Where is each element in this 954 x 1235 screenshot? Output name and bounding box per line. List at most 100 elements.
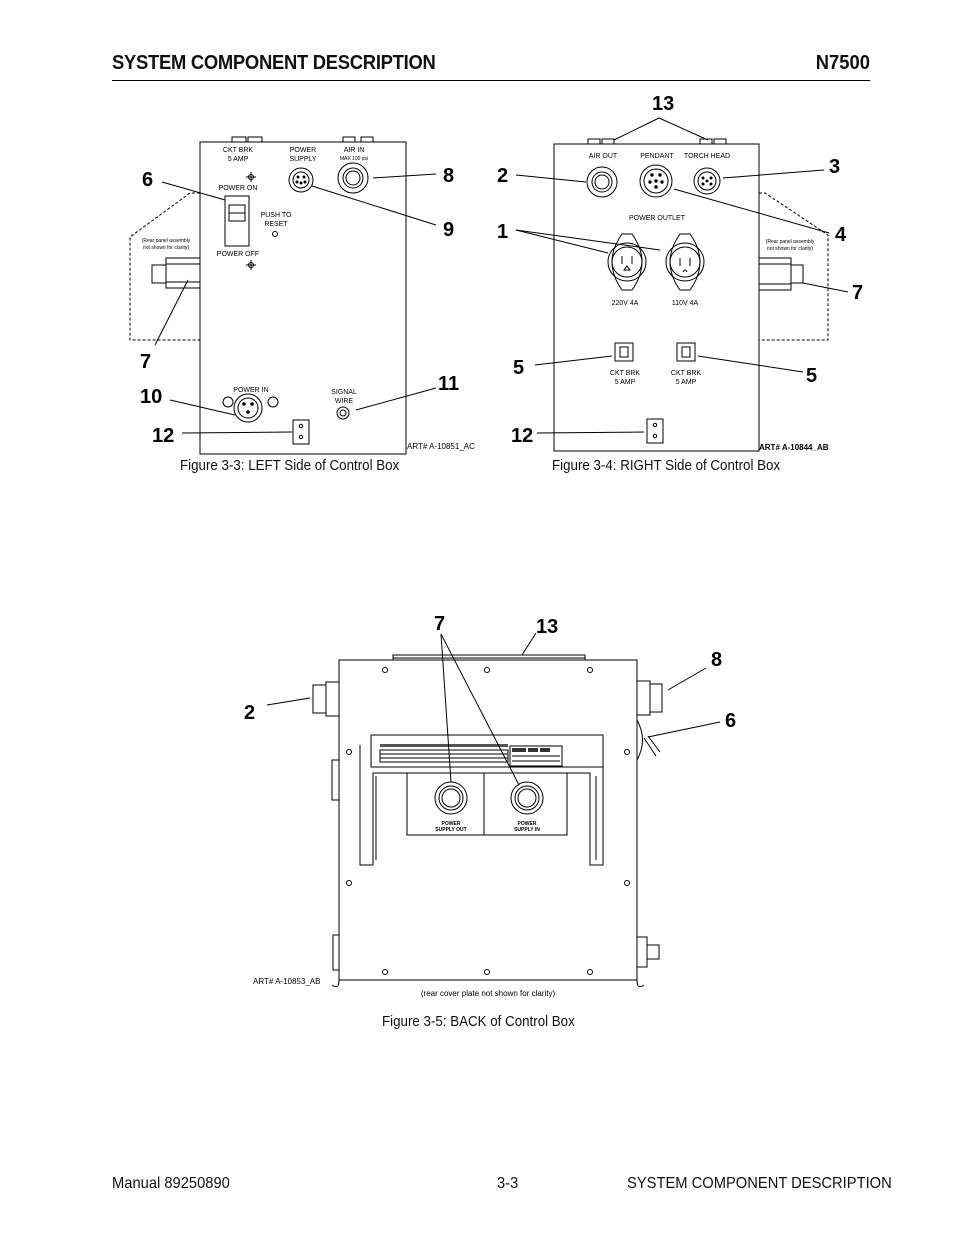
footer-section: SYSTEM COMPONENT DESCRIPTION	[627, 1175, 892, 1192]
crosshair-bottom	[246, 260, 256, 270]
leader-3	[722, 169, 825, 179]
hook-left	[331, 979, 340, 988]
leader-12r	[536, 431, 645, 434]
power-in-ground-right	[267, 396, 279, 408]
label-air-out: AIR OUT	[589, 153, 618, 160]
label-power: POWER	[290, 147, 316, 154]
page-header-model: N7500	[815, 52, 870, 74]
air-out-fitting	[586, 166, 618, 198]
header-rule	[112, 80, 870, 81]
leader-7	[154, 279, 189, 346]
figure-3-4	[515, 117, 849, 452]
power-supply-in-connector	[510, 781, 544, 815]
callout-4: 4	[835, 224, 847, 246]
top-hinge-right-2	[360, 136, 374, 143]
figure-3-3-labels: CKT BRK 5 AMP POWER SUPPLY AIR IN MAX 10…	[140, 147, 475, 451]
leader-9	[311, 185, 437, 226]
leader-5b	[697, 355, 804, 373]
callout-7-right: 7	[852, 282, 863, 304]
back-right-fitting-nut	[649, 683, 663, 713]
top-hinge-right	[342, 136, 356, 143]
outlet-110v	[665, 233, 705, 291]
figure-3-5-labels: POWER SUPPLY OUT POWER SUPPLY IN ART# A-…	[244, 613, 736, 998]
callout-1: 1	[497, 221, 508, 243]
label-ps-out-1: POWER	[442, 821, 461, 827]
callout-6: 6	[142, 169, 153, 191]
page-header-title: SYSTEM COMPONENT DESCRIPTION	[112, 52, 436, 74]
leader-12	[181, 431, 293, 434]
callout-12-right: 12	[511, 425, 533, 447]
rear-assembly-dashed	[129, 192, 200, 341]
callout-9: 9	[443, 219, 454, 241]
power-supply-connector	[288, 167, 314, 193]
label-wire: WIRE	[335, 398, 354, 405]
switch-bulge	[636, 719, 643, 761]
side-fitting-nut	[151, 264, 167, 284]
figure-3-4-labels: AIR OUT PENDANT TORCH HEAD POWER OUTLET …	[497, 93, 863, 452]
callout-6-back: 6	[725, 710, 736, 732]
leader-5a	[534, 355, 613, 366]
callout-11: 11	[438, 373, 459, 395]
caption-figure-3-3: Figure 3-3: LEFT Side of Control Box	[180, 458, 400, 474]
rear-assembly-dashed-right	[759, 192, 829, 341]
label-torch-head: TORCH HEAD	[684, 153, 730, 160]
label-signal: SIGNAL	[331, 389, 357, 396]
crosshair-top	[246, 172, 256, 182]
caption-figure-3-5: Figure 3-5: BACK of Control Box	[382, 1014, 575, 1030]
leader-1a	[515, 229, 609, 254]
callout-12: 12	[152, 425, 174, 447]
leader-1b	[515, 229, 661, 251]
art-number-3-4: ART# A-10844_AB	[759, 443, 829, 452]
leader-11	[355, 387, 437, 411]
label-ckt-brk-a: CKT BRK	[610, 370, 641, 377]
label-ckt-amp-b: 5 AMP	[676, 379, 697, 386]
callout-10: 10	[140, 386, 162, 408]
hook-right	[636, 979, 645, 988]
rear-cover-note: (rear cover plate not shown for clarity)	[421, 989, 556, 998]
footer-page-number: 3-3	[497, 1175, 519, 1192]
callout-13-back: 13	[536, 616, 558, 638]
left-bump-lower	[332, 934, 340, 971]
leader-7-back-b	[440, 633, 520, 786]
footer-manual: Manual 89250890	[112, 1175, 230, 1192]
label-ckt-amp: 5 AMP	[228, 156, 249, 163]
reset-button	[272, 231, 278, 237]
leader-7-back-a	[440, 633, 452, 783]
callout-13: 13	[652, 93, 674, 115]
caption-figure-3-4: Figure 3-4: RIGHT Side of Control Box	[552, 458, 781, 474]
back-left-fitting-nut	[312, 684, 327, 714]
label-ps-out-2: SUPPLY OUT	[435, 827, 466, 833]
rear-note-right-1: (Rear panel assembly	[766, 239, 815, 245]
connector-panel	[406, 772, 568, 836]
left-bump	[331, 759, 340, 801]
callout-7: 7	[140, 351, 151, 373]
breaker-a	[614, 342, 634, 362]
back-right-fitting	[636, 680, 651, 716]
leader-2-back	[266, 697, 311, 706]
screws	[346, 667, 630, 975]
pendant-connector	[639, 164, 673, 198]
leader-6-back	[647, 721, 721, 738]
right-fitting-body	[758, 257, 792, 291]
right-lower-fitting	[636, 936, 648, 968]
label-reset: RESET	[264, 221, 288, 228]
label-air-in: AIR IN	[344, 147, 365, 154]
callout-7-back: 7	[434, 613, 445, 635]
power-rocker-switch	[224, 195, 250, 247]
leader-8	[372, 173, 437, 179]
top-hinge-left	[231, 136, 247, 143]
right-panel-body	[553, 143, 760, 452]
label-ckt-amp-a: 5 AMP	[615, 379, 636, 386]
figure-3-5	[266, 632, 721, 988]
leader-2	[515, 174, 587, 183]
art-number-3-5: ART# A-10853_AB	[253, 977, 320, 986]
callout-2: 2	[497, 165, 508, 187]
callout-8-back: 8	[711, 649, 722, 671]
outlet-220v	[607, 233, 647, 291]
leader-8-back	[667, 667, 707, 691]
art-number-3-3: ART# A-10851_AC	[407, 442, 475, 451]
label-ckt-brk: CKT BRK	[223, 147, 254, 154]
rear-note-right-2: not shown for clarity)	[767, 246, 813, 252]
label-air-in-max: MAX 100 psi	[340, 156, 368, 162]
nameplate	[509, 745, 563, 767]
